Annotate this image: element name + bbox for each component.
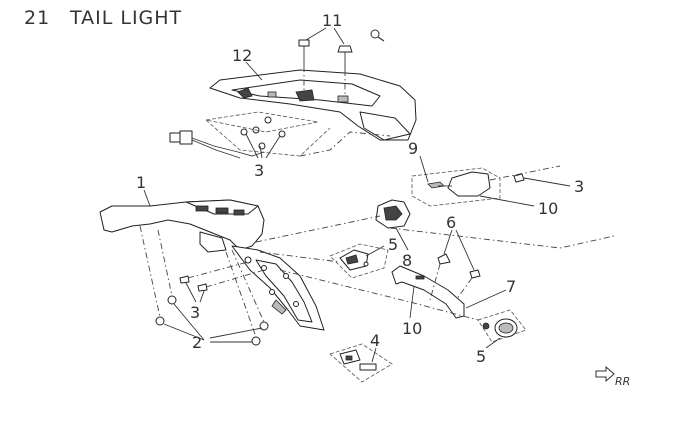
callout-9: 9 [408,139,418,158]
callout-6: 6 [446,213,456,232]
bracket-part-7 [391,265,465,319]
dash-guide-main [255,215,381,243]
diagram-number: 21 [24,7,50,29]
callout-11: 11 [322,11,342,30]
wiring-connector [169,130,265,159]
rear-fender-part-1 [99,199,325,331]
callout-5-right: 5 [476,347,486,366]
callout-10-lower: 10 [402,319,422,338]
reflector-part-5-right [477,309,527,343]
diagram-title: TAIL LIGHT [69,7,182,29]
lamp-unit-part-9-10 [411,165,561,207]
callout-2: 2 [192,333,202,352]
callout-1: 1 [136,173,146,192]
callout-12: 12 [232,46,252,65]
direction-arrow-icon [595,365,615,383]
dash-guide-lower [279,269,479,321]
tail-lamp-part-8 [375,199,411,229]
callout-3-right: 3 [574,177,584,196]
callout-3-upper: 3 [254,161,264,180]
dash-guide-upper [299,131,391,157]
screws-part-3-upper [205,111,331,157]
callout-5-centre: 5 [388,235,398,254]
screws-part-2 [139,225,269,346]
plate-part-4 [329,343,393,383]
magnifier-icon [370,29,385,42]
bolts-part-6 [429,253,481,301]
direction-label: RR [615,375,630,388]
callout-3-lower: 3 [190,303,200,322]
reflector-part-5-centre [329,243,389,279]
screws-part-3-lower [179,261,265,292]
bolt-part-11-right [337,45,353,96]
bolt-part-11-left [298,39,310,90]
callout-10-right: 10 [538,199,558,218]
callout-7: 7 [506,277,516,296]
callout-8: 8 [402,251,412,270]
dash-guide-lamp [389,227,615,249]
callout-4: 4 [370,331,380,350]
tail-cover-part-12 [209,69,417,141]
